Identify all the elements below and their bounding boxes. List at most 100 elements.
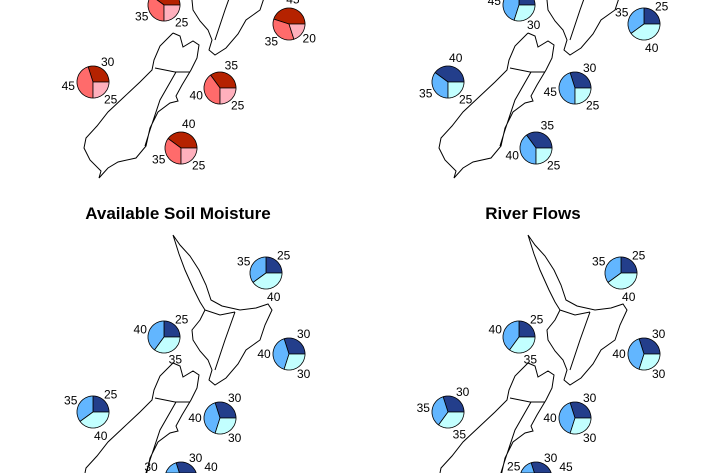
- pie-slice: [569, 417, 592, 435]
- north-island-outline: [546, 0, 619, 56]
- pie-chart: 30 40 30: [188, 391, 241, 445]
- pie-slice-label: 40: [622, 290, 636, 304]
- pie-slice-label: 25: [655, 0, 669, 13]
- pie-slice: [643, 7, 661, 25]
- pie-slice: [147, 0, 165, 22]
- pie-slice: [272, 18, 295, 41]
- pie-slice: [526, 131, 553, 149]
- pie-slice: [627, 7, 645, 34]
- pie-slice: [513, 4, 536, 22]
- pie-slice: [518, 0, 536, 6]
- panel-title: Available Soil Moisture: [85, 204, 270, 223]
- pie-slice-label: 30: [101, 55, 115, 69]
- pie-slice: [509, 336, 536, 354]
- pie-slice-label: 40: [506, 149, 520, 163]
- pie-slice: [447, 81, 465, 99]
- panel-top-left: 403525453520304525354025403525: [62, 0, 317, 179]
- pie-slice: [252, 272, 283, 290]
- pie-slice-label: 25: [632, 248, 646, 262]
- pie-slice-label: 35: [417, 401, 431, 415]
- pie-slice-label: 30: [297, 327, 311, 341]
- pie-slice-label: 25: [586, 99, 600, 113]
- pie-slice-label: 35: [592, 255, 606, 269]
- pie-slice: [518, 320, 536, 338]
- pie-slice-label: 35: [225, 59, 239, 73]
- pie-slice-label: 20: [303, 32, 317, 46]
- south-island-outline: [83, 32, 200, 179]
- pie-slice-label: 30: [144, 460, 158, 473]
- pie-slice: [92, 395, 110, 413]
- pie-slice-label: 30: [527, 18, 541, 32]
- pie-slice: [76, 66, 94, 99]
- pie-slice-label: 40: [204, 460, 218, 473]
- pie-slice-label: 40: [267, 290, 281, 304]
- pie-slice: [92, 81, 110, 99]
- pie-slice-label: 25: [104, 387, 118, 401]
- pie-slice-label: 35: [265, 35, 279, 49]
- pie-slice: [249, 256, 267, 283]
- pie-slice-label: 25: [530, 312, 544, 326]
- pie-slice: [167, 131, 198, 149]
- pie-slice-label: 30: [456, 385, 470, 399]
- pie-slice-label: 30: [228, 391, 242, 405]
- pie-slice-label: 40: [543, 411, 557, 425]
- pie-slice: [288, 23, 306, 40]
- pie-slice-label: 40: [94, 429, 108, 443]
- pie-slice: [438, 411, 465, 429]
- nz-coastline: [439, 234, 628, 473]
- pie-slice-label: 25: [277, 248, 291, 262]
- pie-slice: [164, 138, 182, 165]
- pie-chart: 25 35 40: [237, 248, 291, 303]
- pie-slice-label: 30: [652, 327, 666, 341]
- pie-slice-label: 25: [459, 93, 473, 107]
- pie-slice-label: 35: [237, 255, 251, 269]
- south-island-outline: [439, 362, 555, 473]
- pie-slice-label: 25: [175, 16, 189, 30]
- pie-chart: 45 35 20: [265, 0, 317, 49]
- pie-slice-label: 45: [286, 0, 300, 6]
- pie-chart: 30 25 45: [507, 451, 573, 473]
- pie-slice-label: 25: [175, 312, 189, 326]
- pie-slice-label: 35: [135, 9, 149, 23]
- pie-slice: [502, 320, 520, 351]
- pie-slice: [165, 462, 180, 473]
- pie-slice: [265, 256, 283, 274]
- pie-slice: [638, 337, 661, 355]
- pie-slice-label: 40: [190, 89, 204, 103]
- nz-coastline: [84, 234, 273, 473]
- south-island-outline: [84, 362, 200, 473]
- pie-slice-label: 40: [188, 411, 202, 425]
- pie-slice: [604, 256, 622, 283]
- north-island-outline: [172, 234, 273, 386]
- pie-slice: [558, 402, 576, 434]
- pie-slice-label: 30: [228, 431, 242, 445]
- pie-slice: [180, 147, 198, 165]
- pie-slice: [163, 4, 181, 22]
- pie-slice-label: 35: [169, 352, 183, 366]
- pie-slice: [210, 71, 237, 89]
- pie-slice-label: 35: [64, 394, 78, 408]
- pie-slice-label: 35: [419, 86, 433, 100]
- pie-slice: [442, 395, 465, 413]
- pie-slice-label: 45: [559, 460, 573, 473]
- pie-slice-label: 40: [612, 347, 626, 361]
- pie-slice-label: 30: [583, 431, 597, 445]
- pie-slice-label: 30: [544, 451, 558, 465]
- pie-slice: [163, 320, 181, 338]
- pie-slice-label: 30: [583, 61, 597, 75]
- pie-slice-label: 40: [257, 347, 271, 361]
- pie-slice: [431, 396, 449, 426]
- pie-slice-label: 25: [507, 460, 521, 473]
